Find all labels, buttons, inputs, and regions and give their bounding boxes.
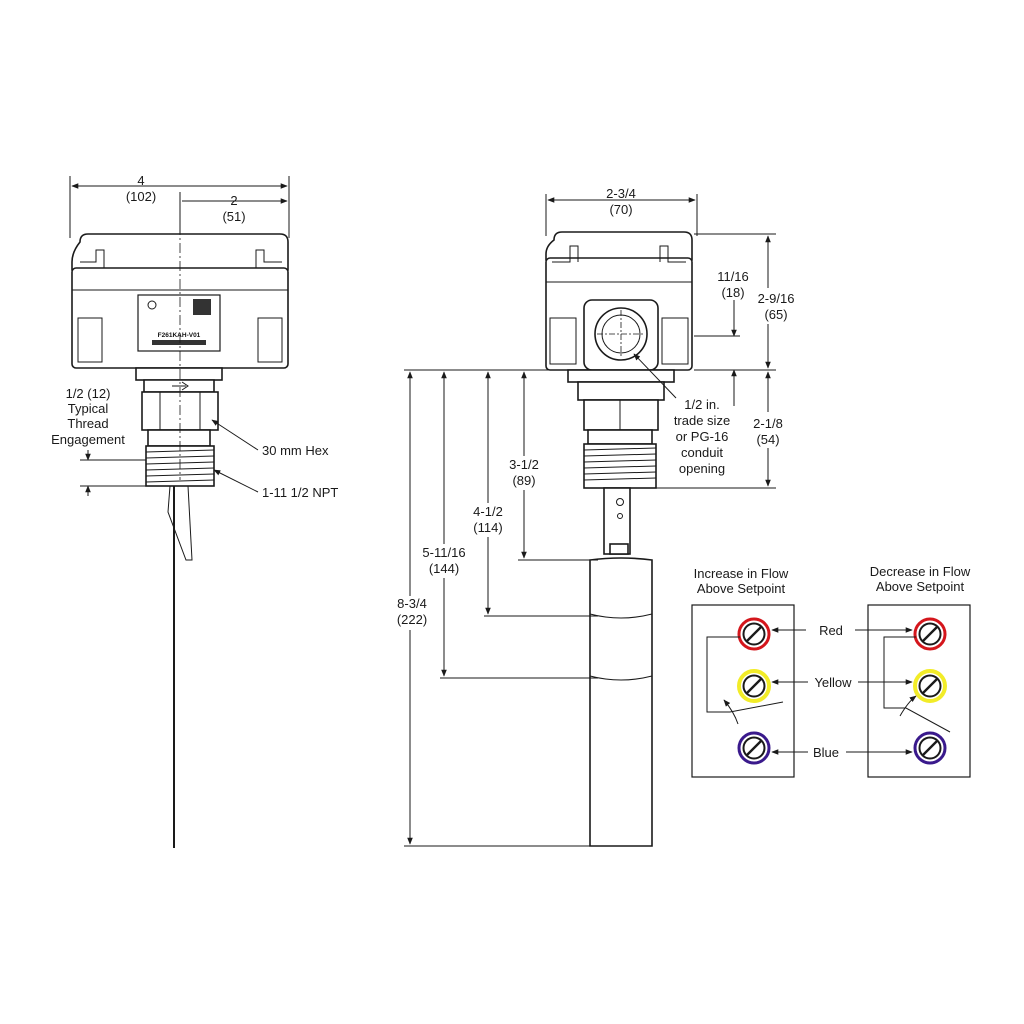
model-label: F261KAH-V01: [158, 332, 201, 339]
conduit-line-1: 1/2 in.: [684, 397, 719, 412]
increase-title-line-2: Above Setpoint: [697, 581, 786, 596]
side-fitting: [567, 369, 675, 489]
thread-engagement-line-2: Typical: [68, 401, 109, 416]
thread-engagement-line-4: Engagement: [51, 432, 125, 447]
housing-height-mm: (65): [764, 307, 787, 322]
paddle-dim-3-label: 5-11/16: [422, 545, 465, 560]
npt-label: 1-11 1/2 NPT: [262, 485, 338, 500]
terminal-label-yellow: Yellow: [814, 675, 852, 690]
thread-engagement-line-3: Thread: [67, 416, 108, 431]
fitting-height-label: 2-1/8: [753, 416, 783, 431]
front-view: 4 (102) 2 (51) F261KAH-V01: [51, 173, 338, 848]
front-width-label: 4: [137, 173, 144, 188]
paddle-dim-2-label: 4-1/2: [473, 504, 503, 519]
terminal-label-blue: Blue: [813, 745, 839, 760]
front-half-width-label: 2: [230, 193, 237, 208]
increase-wiring-panel: [691, 604, 795, 778]
conduit-line-2: trade size: [674, 413, 730, 428]
front-width-mm: (102): [126, 189, 156, 204]
side-view: 2-3/4 (70): [392, 186, 795, 847]
wiring-diagrams: Increase in Flow Above Setpoint Decrease…: [691, 564, 971, 778]
paddle-dim-1-mm: (89): [512, 473, 535, 488]
front-fitting: [135, 367, 223, 487]
paddle-dim-2-mm: (114): [473, 520, 502, 535]
conduit-height-mm: (18): [721, 285, 744, 300]
thread-engagement-line-1: 1/2 (12): [66, 386, 111, 401]
decrease-title-line-1: Decrease in Flow: [870, 564, 971, 579]
front-paddle-shaft: [167, 485, 193, 561]
hex-label: 30 mm Hex: [262, 443, 329, 458]
paddle-dim-1-label: 3-1/2: [509, 457, 539, 472]
conduit-line-4: conduit: [681, 445, 723, 460]
decrease-title-line-2: Above Setpoint: [876, 579, 965, 594]
housing-height-label: 2-9/16: [758, 291, 795, 306]
paddle-dim-4-label: 8-3/4: [397, 596, 427, 611]
paddle-dim-4-mm: (222): [397, 612, 427, 627]
decrease-wiring-panel: [867, 604, 971, 778]
fitting-height-mm: (54): [756, 432, 779, 447]
paddle-dim-3-mm: (144): [429, 561, 459, 576]
terminal-label-red: Red: [819, 623, 843, 638]
side-width-label: 2-3/4: [606, 186, 636, 201]
conduit-height-label: 11/16: [717, 269, 749, 284]
front-half-width-mm: (51): [222, 209, 245, 224]
conduit-line-5: opening: [679, 461, 725, 476]
side-paddle: [589, 487, 653, 847]
conduit-line-3: or PG-16: [676, 429, 729, 444]
side-width-mm: (70): [609, 202, 632, 217]
increase-title-line-1: Increase in Flow: [694, 566, 789, 581]
side-housing: [545, 231, 693, 371]
